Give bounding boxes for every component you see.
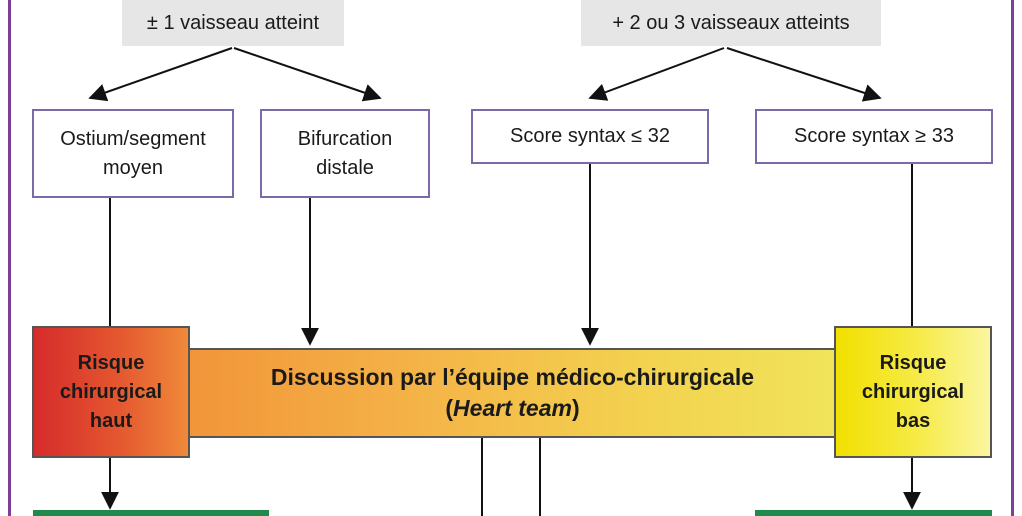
box-bifurcation-line1: Bifurcation [297, 127, 393, 150]
green-outcome-bar-right [755, 510, 992, 516]
frame-left-border [8, 0, 11, 516]
arrow-to-syntax-high [726, 47, 882, 102]
arrow-to-syntax-low [588, 47, 725, 101]
box-ostium-segment: Ostium/segment moyen [32, 109, 234, 198]
box-syntax-low-text: Score syntax ≤ 32 [510, 125, 670, 147]
arrow-to-ostium [88, 47, 233, 102]
box-syntax-low: Score syntax ≤ 32 [471, 109, 709, 164]
box-syntax-high: Score syntax ≥ 33 [755, 109, 993, 164]
risk-low-line2: chirurgical [861, 380, 965, 403]
header-multi-vessel: + 2 ou 3 vaisseaux atteints [581, 0, 881, 46]
box-syntax-high-text: Score syntax ≥ 33 [794, 125, 954, 147]
heart-team-close-paren: ) [571, 395, 580, 421]
box-bifurcation: Bifurcation distale [260, 109, 430, 198]
green-outcome-bar-left [33, 510, 269, 516]
risk-low-box: Risque chirurgical bas [834, 326, 992, 458]
box-ostium-line2: moyen [102, 156, 164, 179]
risk-high-line2: chirurgical [59, 380, 163, 403]
heart-team-open-paren: ( [445, 395, 454, 421]
header-multi-vessel-text: + 2 ou 3 vaisseaux atteints [612, 11, 850, 34]
risk-high-line3: haut [89, 409, 133, 432]
frame-right-border [1011, 0, 1014, 516]
risk-high-box: Risque chirurgical haut [32, 326, 190, 458]
box-ostium-line1: Ostium/segment [60, 127, 206, 150]
heart-team-line2: (Heart team) [445, 393, 579, 424]
risk-low-line3: bas [895, 409, 931, 432]
header-one-vessel: ± 1 vaisseau atteint [122, 0, 344, 46]
risk-high-line1: Risque [77, 351, 145, 374]
risk-low-line1: Risque [879, 351, 947, 374]
heart-team-label: Heart team [453, 395, 572, 421]
box-bifurcation-line2: distale [316, 156, 374, 179]
heart-team-band: Discussion par l’équipe médico-chirurgic… [187, 348, 838, 438]
heart-team-line1: Discussion par l’équipe médico-chirurgic… [270, 364, 755, 390]
arrow-to-bifurcation [233, 47, 382, 102]
header-one-vessel-text: ± 1 vaisseau atteint [146, 11, 320, 34]
